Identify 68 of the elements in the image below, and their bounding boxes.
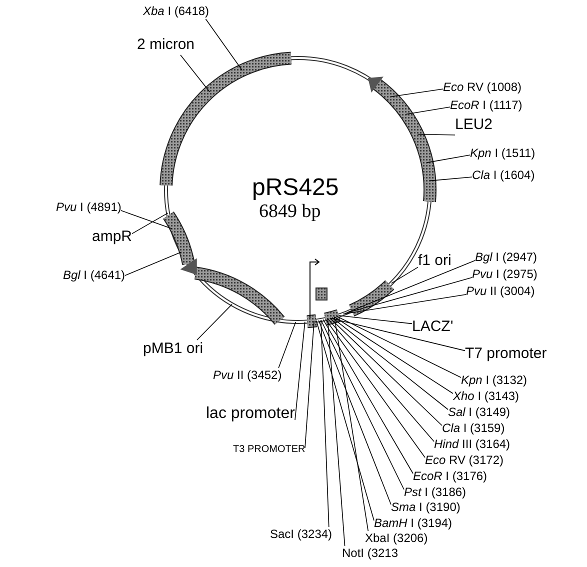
leader-line	[327, 318, 434, 442]
plasmid-name: pRS425	[252, 176, 339, 200]
map-label: Cla I (3159)	[442, 421, 505, 436]
map-label: Bgl I (4641)	[63, 268, 126, 283]
map-label: Xho I (3143)	[453, 389, 520, 404]
map-label: Bgl I (2947)	[475, 250, 538, 265]
leader-line	[347, 260, 476, 313]
leader-line	[334, 316, 369, 532]
leader-line	[294, 321, 306, 420]
leader-line	[344, 277, 472, 314]
leader-line	[429, 176, 472, 182]
map-label: Pvu I (4891)	[56, 200, 122, 215]
leader-line	[205, 18, 243, 71]
map-label: ampR	[92, 228, 132, 247]
map-label: EcoR I (1117)	[450, 98, 522, 113]
leader-line	[334, 316, 454, 394]
leader-line	[316, 320, 374, 521]
map-label: Eco RV (1008)	[443, 80, 522, 95]
leader-line	[390, 88, 444, 98]
leader-line	[332, 317, 448, 410]
leader-line	[124, 252, 182, 276]
map-label: SacI (3234)	[270, 527, 332, 542]
leader-line	[406, 106, 450, 115]
leader-line	[304, 320, 314, 448]
leader-line	[196, 304, 232, 340]
map-label: Pst I (3186)	[404, 485, 466, 500]
leader-line	[330, 318, 442, 426]
map-label: 2 micron	[137, 36, 195, 55]
map-label: Xba I (6418)	[143, 4, 210, 19]
map-label: Eco RV (3172)	[425, 453, 504, 468]
leader-line	[120, 210, 172, 229]
map-label: Sal I (3149)	[448, 405, 510, 420]
map-label: LACZ'	[412, 318, 454, 337]
leader-line	[320, 320, 404, 490]
leader-line	[336, 316, 462, 378]
leader-line	[330, 318, 466, 352]
leader-line	[320, 320, 330, 528]
leader-line	[426, 154, 470, 163]
map-label: Pvu II (3004)	[466, 284, 535, 299]
leader-line	[322, 319, 414, 474]
map-label: f1 ori	[418, 252, 452, 271]
leader-line	[318, 320, 392, 505]
map-label: Hind III (3164)	[434, 437, 510, 452]
leader-line	[325, 318, 426, 458]
leader-line	[417, 134, 456, 136]
leader-line	[390, 266, 418, 284]
map-label: pMB1 ori	[143, 340, 204, 359]
map-label: Kpn I (1511)	[470, 146, 536, 161]
map-label: Cla I (1604)	[472, 168, 535, 183]
map-label: Sma I (3190)	[391, 500, 460, 515]
leader-line	[278, 322, 296, 368]
map-label: Kpn I (3132)	[461, 373, 528, 388]
map-label: Pvu I (2975)	[472, 267, 538, 282]
map-label: T7 promoter	[465, 345, 547, 364]
leader-line	[132, 212, 168, 234]
plasmid-size: 6849 bp	[259, 202, 321, 221]
leader-line	[338, 315, 412, 324]
map-label: Pvu II (3452)	[213, 368, 282, 383]
leader-line	[327, 318, 346, 546]
map-label: NotI (3213	[342, 546, 398, 561]
map-label: XbaI (3206)	[365, 531, 428, 546]
map-label: T3 PROMOTER	[233, 444, 306, 456]
leader-line	[180, 54, 210, 92]
map-label: lac promoter	[206, 404, 295, 424]
map-label: BamH I (3194)	[374, 516, 452, 531]
map-label: EcoR I (3176)	[413, 469, 488, 484]
leader-line	[342, 294, 466, 314]
map-label: LEU2	[455, 116, 493, 135]
